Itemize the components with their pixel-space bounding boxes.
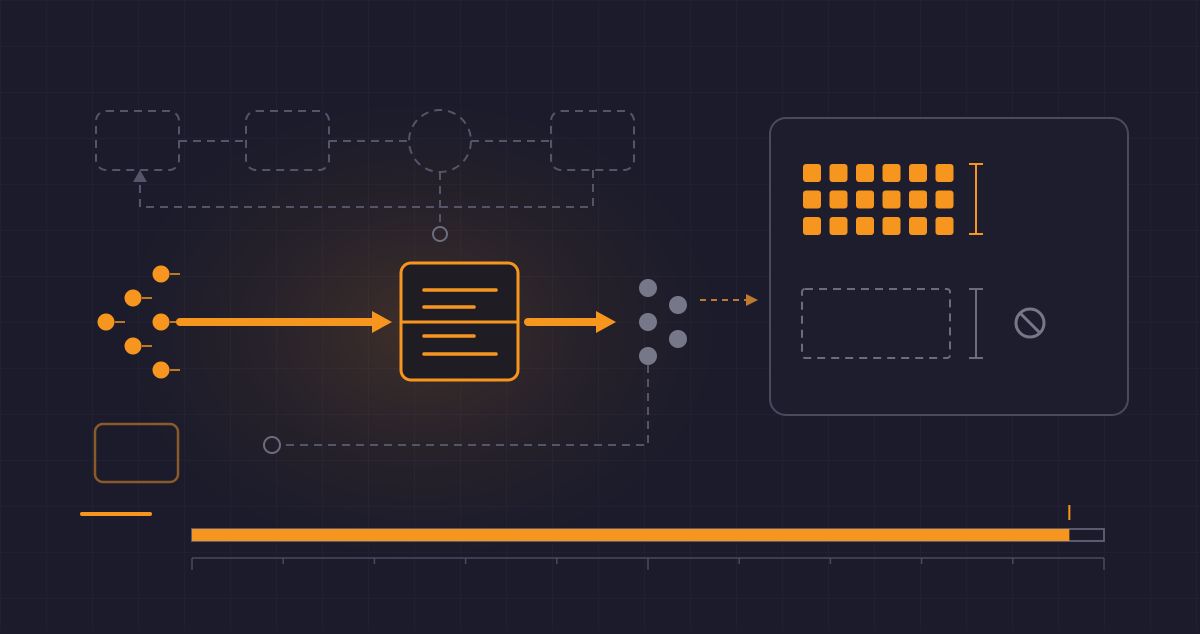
buffer-cell [909, 190, 927, 209]
queue-box-icon [93, 422, 180, 484]
buffer-panel-frame [769, 117, 1129, 416]
queue-document-lines [422, 288, 498, 356]
buffer-cell [829, 164, 848, 182]
progress-bar [191, 505, 1105, 542]
input-dot [97, 313, 115, 331]
empty-height-indicator [969, 288, 983, 359]
buffer-cell [882, 217, 901, 235]
output-dot [669, 330, 687, 348]
buffer-cell [829, 190, 848, 209]
buffer-panel [769, 117, 1129, 416]
input-arrowhead [372, 311, 392, 333]
top-node-4 [550, 110, 635, 171]
input-dots [97, 265, 180, 379]
feedback-loop [282, 365, 649, 446]
buffer-cell [935, 217, 954, 235]
buffer-cell [803, 217, 821, 235]
empty-buffer-slot [801, 288, 951, 359]
buffer-cell [803, 164, 821, 182]
buffer-cell [882, 190, 901, 209]
output-dot [639, 347, 657, 365]
buffer-cell [856, 190, 874, 209]
buffer-cell [829, 217, 848, 235]
input-dot [124, 289, 142, 307]
buffer-cell [935, 190, 954, 209]
filled-height-indicator [969, 163, 983, 235]
output-dot [639, 279, 657, 297]
output-dot [639, 313, 657, 331]
buffer-cell [882, 164, 901, 182]
queue-document [399, 261, 520, 382]
top-return-loop [139, 170, 594, 208]
buffer-cell [909, 164, 927, 182]
no-entry-icon [1014, 307, 1046, 339]
buffer-cell [803, 190, 821, 209]
return-arrowhead [133, 170, 147, 182]
input-dot [124, 337, 142, 355]
feedback-endpoint [263, 436, 281, 454]
output-dots [639, 279, 687, 365]
top-endpoint-circle [432, 226, 448, 242]
output-arrowhead [596, 311, 616, 333]
buffer-cell [856, 217, 874, 235]
input-dot [152, 265, 170, 283]
progress-fill [192, 529, 1070, 541]
dispatch-arrowhead [746, 294, 758, 306]
input-dot [152, 313, 170, 331]
progress-ruler [191, 557, 1105, 570]
buffer-cell [909, 217, 927, 235]
output-dot [669, 296, 687, 314]
buffer-cell [856, 164, 874, 182]
buffer-cell [935, 164, 954, 182]
filled-buffer-grid [803, 164, 954, 235]
input-dot [152, 361, 170, 379]
top-dashed-flow [95, 109, 635, 226]
